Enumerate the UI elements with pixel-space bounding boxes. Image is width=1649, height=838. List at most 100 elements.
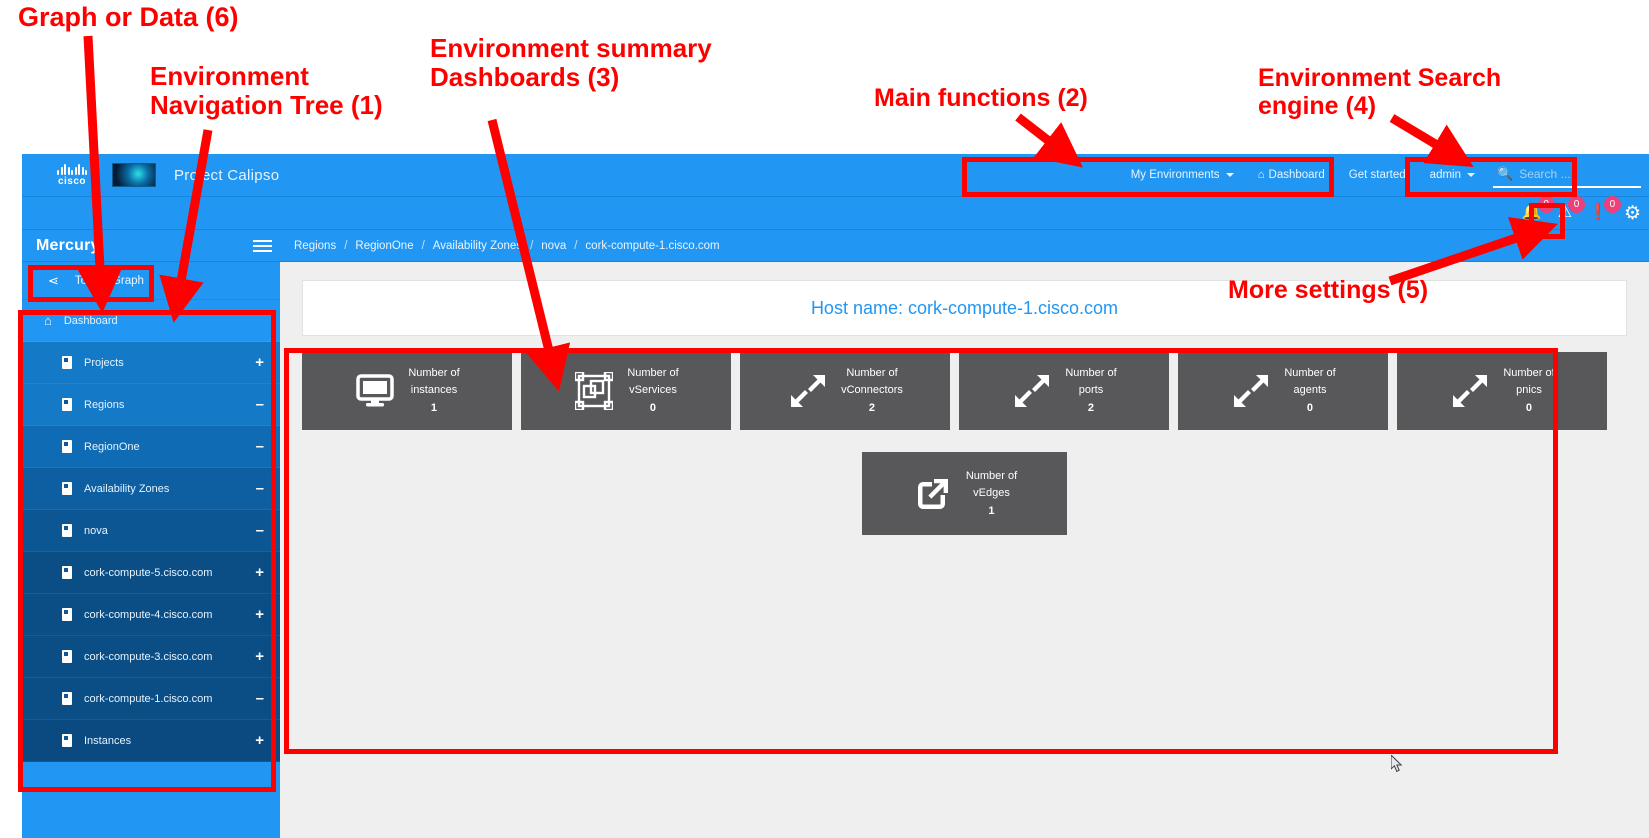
breadcrumb-separator: / bbox=[574, 239, 578, 252]
host-name-text: Host name: cork-compute-1.cisco.com bbox=[810, 297, 1119, 318]
breadcrumb-item-3[interactable]: nova bbox=[541, 239, 567, 252]
sidebar-item-cork-compute-4-cisco-com[interactable]: cork-compute-4.cisco.com+ bbox=[22, 594, 280, 636]
node-icon bbox=[62, 608, 72, 621]
home-icon: ⌂ bbox=[44, 313, 52, 328]
sidebar-item-nova[interactable]: nova– bbox=[22, 510, 280, 552]
tile-label-line2: vServices bbox=[629, 384, 677, 396]
tile-value: 1 bbox=[430, 402, 438, 414]
warnings-indicator[interactable]: ⚠ 0 bbox=[1558, 196, 1586, 221]
sidebar-item-cork-compute-1-cisco-com[interactable]: cork-compute-1.cisco.com – bbox=[22, 678, 280, 720]
annotation-label-graph-or-data: Graph or Data (6) bbox=[18, 2, 239, 32]
nav-admin-label: admin bbox=[1429, 169, 1461, 181]
tile-label-line1: Number of bbox=[965, 469, 1018, 482]
collapse-node-icon[interactable]: – bbox=[255, 690, 264, 707]
nav-dashboard[interactable]: ⌂ Dashboard bbox=[1246, 154, 1337, 196]
error-badge-count: 0 bbox=[1603, 196, 1621, 213]
nav-my-environments[interactable]: My Environments bbox=[1119, 154, 1246, 196]
sidebar-item-dashboard[interactable]: ⌂ Dashboard bbox=[22, 300, 280, 342]
node-icon bbox=[62, 398, 72, 411]
sidebar-item-label: Regions bbox=[84, 398, 125, 411]
sidebar-item-regions[interactable]: Regions – bbox=[22, 384, 280, 426]
tile-label-line2: pnics bbox=[1516, 384, 1542, 396]
node-icon bbox=[62, 566, 72, 579]
breadcrumb-item-2[interactable]: Availability Zones bbox=[432, 239, 523, 252]
sidebar-item-projects[interactable]: Projects+ bbox=[22, 342, 280, 384]
product-title: Project Calipso bbox=[174, 166, 280, 184]
breadcrumb-item-0[interactable]: Regions bbox=[294, 239, 337, 252]
tile-label-line2: vConnectors bbox=[841, 384, 903, 396]
chevron-down-icon bbox=[1225, 173, 1234, 177]
sidebar-item-instances[interactable]: Instances + bbox=[22, 720, 280, 762]
monitor-icon bbox=[354, 370, 396, 412]
alerts-bar: 🔔 0 ⚠ 0 ❗ 0 ⚙ bbox=[22, 196, 1649, 230]
tile-label-line1: Number of bbox=[1503, 367, 1555, 379]
application-window: cisco Project Calipso My Environments ⌂ … bbox=[22, 154, 1649, 838]
annotation-label-nav-tree: Environment Navigation Tree (1) bbox=[150, 61, 383, 121]
sidebar-item-availability-zones[interactable]: Availability Zones – bbox=[22, 468, 280, 510]
sidebar-item-regionone[interactable]: RegionOne – bbox=[22, 426, 280, 468]
node-icon bbox=[62, 650, 72, 663]
environment-search[interactable]: 🔍 bbox=[1493, 162, 1641, 188]
chevron-down-icon bbox=[1467, 173, 1475, 177]
node-icon bbox=[62, 482, 72, 495]
nav-admin-menu[interactable]: admin bbox=[1418, 154, 1487, 196]
cisco-wordmark: cisco bbox=[57, 175, 87, 187]
breadcrumb-separator: / bbox=[421, 239, 425, 252]
sidebar-item-label: Instances bbox=[84, 734, 132, 747]
expand-node-icon[interactable]: + bbox=[255, 648, 264, 665]
annotation-label-search-engine: Environment Search engine (4) bbox=[1258, 64, 1502, 120]
nav-dashboard-label: Dashboard bbox=[1268, 169, 1325, 181]
expand-node-icon[interactable]: + bbox=[255, 354, 264, 371]
breadcrumb-item-1[interactable]: RegionOne bbox=[355, 239, 414, 252]
sidebar-item-label: RegionOne bbox=[84, 440, 140, 453]
sidebar-item-cork-compute-5-cisco-com[interactable]: cork-compute-5.cisco.com + bbox=[22, 552, 280, 594]
top-navigation-bar: cisco Project Calipso My Environments ⌂ … bbox=[22, 154, 1649, 196]
notifications-bell[interactable]: 🔔 0 bbox=[1522, 196, 1555, 221]
collapse-node-icon[interactable]: – bbox=[255, 438, 264, 455]
main-content: Host name: cork-compute-1.cisco.com Numb… bbox=[280, 262, 1649, 838]
gear-icon[interactable]: ⚙ bbox=[1623, 202, 1641, 224]
toggle-graph-button[interactable]: ⋖ Toggle Graph bbox=[22, 262, 280, 300]
search-input[interactable] bbox=[1519, 167, 1630, 181]
annotation-label-more-settings: More settings (5) bbox=[1228, 276, 1429, 304]
vservice-icon bbox=[573, 370, 615, 412]
sidebar-item-label: Dashboard bbox=[63, 314, 118, 327]
sidebar-item-label: cork-compute-1.cisco.com bbox=[84, 692, 213, 705]
sidebar-item-label: Availability Zones bbox=[84, 482, 170, 495]
expand-node-icon[interactable]: + bbox=[255, 732, 264, 749]
sidebar-item-label: cork-compute-5.cisco.com bbox=[84, 566, 213, 579]
environment-name: Mercury bbox=[36, 236, 100, 254]
tile-value: 1 bbox=[988, 504, 995, 517]
sidebar-item-cork-compute-3-cisco-com[interactable]: cork-compute-3.cisco.com+ bbox=[22, 636, 280, 678]
annotation-label-dashboards: Environment summary Dashboards (3) bbox=[430, 33, 712, 93]
expand-node-icon[interactable]: + bbox=[255, 564, 264, 581]
errors-indicator[interactable]: ❗ 0 bbox=[1588, 196, 1621, 221]
breadcrumb-separator: / bbox=[344, 239, 348, 252]
collapse-node-icon[interactable]: – bbox=[255, 480, 264, 497]
collapse-node-icon[interactable]: – bbox=[255, 396, 264, 413]
node-icon bbox=[62, 734, 72, 747]
expand-node-icon[interactable]: + bbox=[255, 606, 264, 623]
collapse-node-icon[interactable]: – bbox=[255, 522, 264, 539]
hamburger-icon[interactable] bbox=[244, 239, 280, 252]
breadcrumb-item-4[interactable]: cork-compute-1.cisco.com bbox=[585, 239, 720, 252]
host-name-banner: Host name: cork-compute-1.cisco.com bbox=[302, 280, 1627, 336]
connector-icon bbox=[1011, 370, 1053, 412]
nav-get-started[interactable]: Get started bbox=[1337, 154, 1418, 196]
tile-label-line1: Number of bbox=[408, 367, 460, 379]
connector-icon bbox=[787, 370, 829, 412]
